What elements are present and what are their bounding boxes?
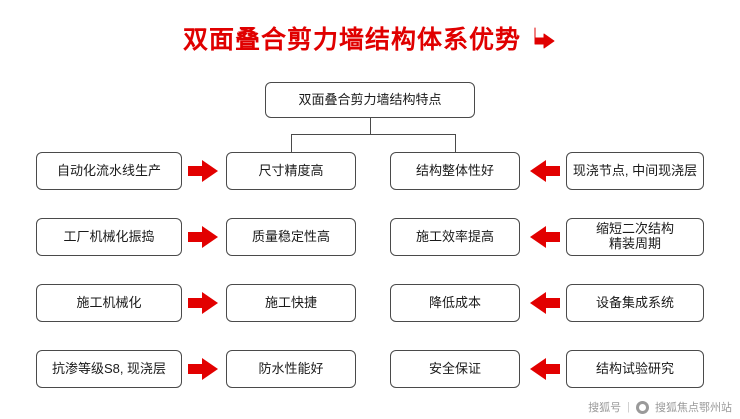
down-right-arrow-icon [533, 26, 557, 50]
connector-right-branch [455, 134, 456, 152]
row3-left-box: 施工机械化 [36, 284, 182, 322]
row2-left-arrow-icon [188, 226, 218, 248]
row2-left-box: 工厂机械化振捣 [36, 218, 182, 256]
row2-right-line1: 缩短二次结构 [595, 221, 674, 237]
row4-left-box: 抗渗等级S8, 现浇层 [36, 350, 182, 388]
row1-mid-right-box: 结构整体性好 [390, 152, 520, 190]
page-title: 双面叠合剪力墙结构体系优势 [0, 20, 740, 56]
row3-right-arrow-icon [530, 292, 560, 314]
row2-right-arrow-icon [530, 226, 560, 248]
watermark-separator: | [627, 401, 630, 413]
row2-right-box: 缩短二次结构 精装周期 [566, 218, 704, 256]
connector-horizontal [291, 134, 455, 135]
row1-left-arrow-icon [188, 160, 218, 182]
row4-right-arrow-icon [530, 358, 560, 380]
row4-right-box: 结构试验研究 [566, 350, 704, 388]
watermark-brand: 搜狐号 [588, 402, 622, 414]
root-node: 双面叠合剪力墙结构特点 [265, 82, 475, 118]
row1-mid-left-box: 尺寸精度高 [226, 152, 356, 190]
row1-right-box: 现浇节点, 中间现浇层 [566, 152, 704, 190]
row2-right-line2: 精装周期 [608, 236, 661, 251]
connector-root-stem [370, 118, 371, 134]
row4-mid-right-box: 安全保证 [390, 350, 520, 388]
row1-right-arrow-icon [530, 160, 560, 182]
row4-mid-left-box: 防水性能好 [226, 350, 356, 388]
row3-right-box: 设备集成系统 [566, 284, 704, 322]
row3-left-arrow-icon [188, 292, 218, 314]
row3-mid-right-box: 降低成本 [390, 284, 520, 322]
sohu-logo-icon [636, 400, 649, 414]
row1-left-box: 自动化流水线生产 [36, 152, 182, 190]
watermark-account: 搜狐焦点鄂州站 [655, 402, 732, 414]
row4-left-arrow-icon [188, 358, 218, 380]
watermark: 搜狐号 | 搜狐焦点鄂州站 [588, 399, 732, 415]
row2-mid-left-box: 质量稳定性高 [226, 218, 356, 256]
connector-left-branch [291, 134, 292, 152]
page-title-text: 双面叠合剪力墙结构体系优势 [182, 26, 521, 54]
row2-mid-right-box: 施工效率提高 [390, 218, 520, 256]
row3-mid-left-box: 施工快捷 [226, 284, 356, 322]
